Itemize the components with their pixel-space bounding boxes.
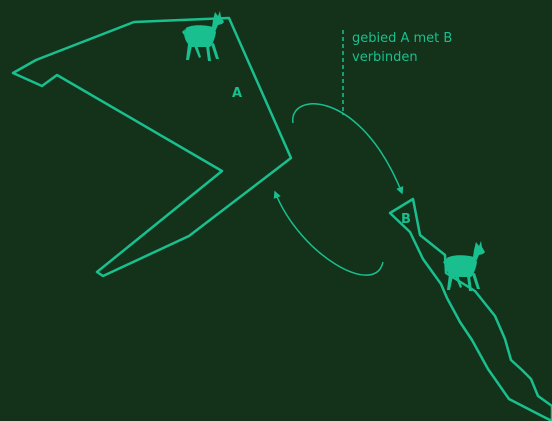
arrow-b-to-a (275, 192, 383, 275)
arrow-a-to-b (293, 104, 402, 193)
area-b-outline (390, 199, 552, 421)
annotation-line-1: gebied A met B (352, 31, 452, 46)
area-a-outline (13, 18, 291, 276)
area-a-label: A (232, 86, 242, 101)
area-b-label: B (401, 212, 411, 227)
annotation-line-2: verbinden (352, 50, 418, 65)
